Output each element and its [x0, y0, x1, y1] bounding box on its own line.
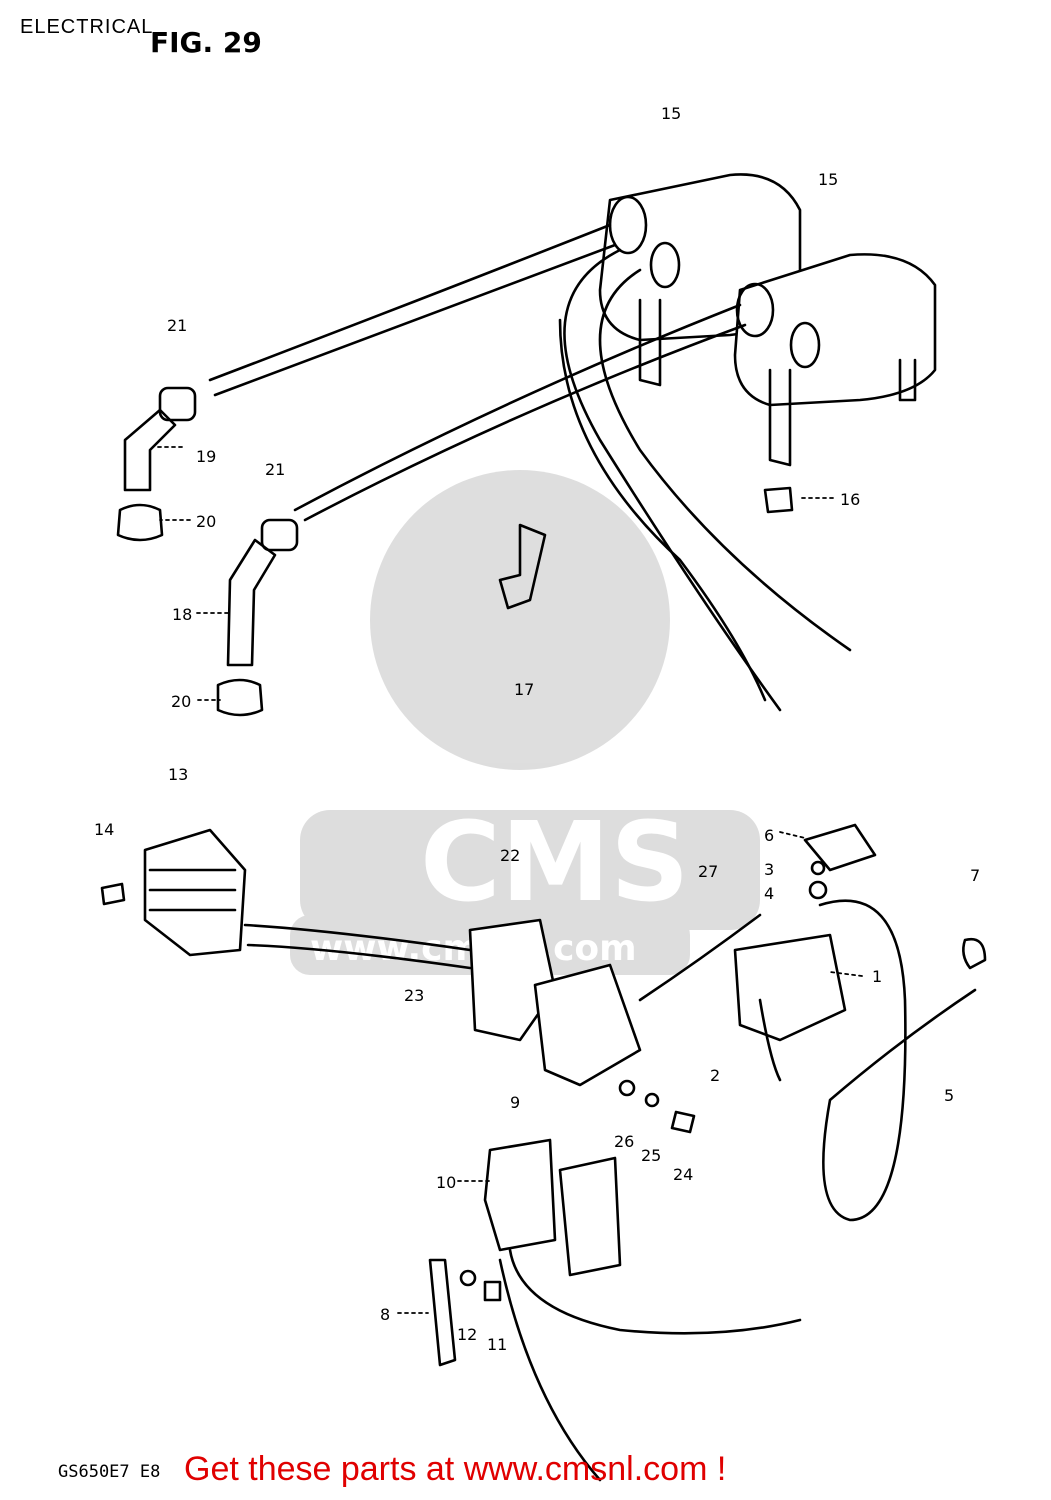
regulator-13: [143, 828, 472, 970]
callout-22: 22: [500, 846, 521, 865]
callout-4: 4: [764, 884, 775, 903]
cover-20-upper: [116, 503, 164, 542]
fuse-box-9: [483, 1138, 557, 1252]
cover-20-lower: [216, 678, 264, 717]
watermark-logo: CMS: [420, 798, 689, 926]
bracket-8: [428, 1258, 457, 1367]
callout-20: 20: [196, 512, 217, 531]
bolt-14: [100, 882, 126, 906]
callout-6: 6: [764, 826, 775, 845]
screw-11: [483, 1280, 502, 1302]
cap-21-lower: [260, 518, 299, 552]
callout-9: 9: [510, 1093, 521, 1112]
callout-19: 19: [196, 447, 217, 466]
callout-26: 26: [614, 1132, 635, 1151]
callout-7: 7: [970, 866, 981, 885]
clamp-17: [498, 523, 547, 610]
callout-8: 8: [380, 1305, 391, 1324]
callout-2: 2: [710, 1066, 721, 1085]
washer-26: [618, 1079, 636, 1097]
battery-lead-5: [818, 899, 977, 1222]
callout-23: 23: [404, 986, 425, 1005]
callout-18: 18: [172, 605, 193, 624]
washer-12: [459, 1269, 477, 1287]
callout-21: 21: [265, 460, 286, 479]
callout-15: 15: [818, 170, 839, 189]
model-code: GS650E7 E8: [58, 1462, 161, 1482]
callout-24: 24: [673, 1165, 694, 1184]
cap-7: [962, 937, 987, 970]
callout-10: 10: [436, 1173, 457, 1192]
washer-25: [644, 1092, 660, 1108]
callout-27: 27: [698, 862, 719, 881]
callout-25: 25: [641, 1146, 662, 1165]
plug-cap-18: [226, 538, 277, 667]
boot-6: [803, 823, 877, 872]
callout-17: 17: [514, 680, 535, 699]
part-16-nut: [763, 486, 794, 514]
section-title: ELECTRICAL: [20, 16, 154, 38]
plug-cap-19: [123, 408, 177, 492]
callout-11: 11: [487, 1335, 508, 1354]
callout-16: 16: [840, 490, 861, 509]
cap-21-upper: [158, 386, 197, 422]
ht-lead-upper: [208, 223, 612, 382]
figure-number: FIG. 29: [150, 26, 262, 59]
callout-14: 14: [94, 820, 115, 839]
callout-3: 3: [764, 860, 775, 879]
fuse-cover: [558, 1156, 622, 1277]
callout-15: 15: [661, 104, 682, 123]
parts-link[interactable]: Get these parts at www.cmsnl.com !: [184, 1450, 727, 1488]
washer-3: [810, 860, 826, 876]
nut-4: [808, 880, 828, 900]
cover-box: [533, 963, 642, 1087]
callout-5: 5: [944, 1086, 955, 1105]
ignition-coil-lower: [733, 253, 937, 467]
callout-21: 21: [167, 316, 188, 335]
lead-27: [638, 913, 762, 1002]
bolt-24: [670, 1110, 696, 1134]
callout-20: 20: [171, 692, 192, 711]
callout-1: 1: [872, 967, 883, 986]
callout-13: 13: [168, 765, 189, 784]
callout-12: 12: [457, 1325, 478, 1344]
starter-relay-1: [733, 933, 847, 1042]
